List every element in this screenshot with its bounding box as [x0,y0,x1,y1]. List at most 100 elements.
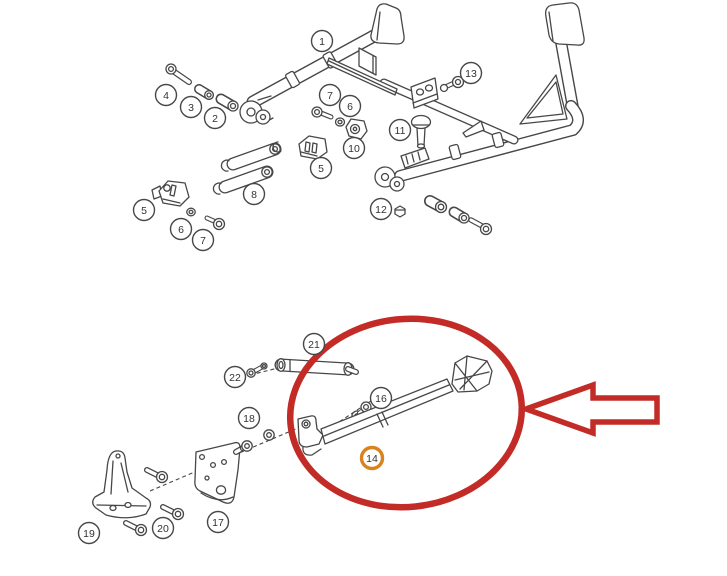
callout-11[interactable]: 11 [388,118,412,142]
callout-circle[interactable] [169,217,193,241]
callout-circle[interactable] [359,445,385,471]
callout-circle[interactable] [191,228,215,252]
mount-bolt [123,520,148,537]
callout-12[interactable]: 12 [369,197,393,221]
stand-springs [212,141,282,195]
pivot-bolt [468,217,493,236]
callout-label: 11 [395,125,406,137]
clamp-bracket [298,135,328,160]
callout-label: 19 [83,528,95,540]
callout-4[interactable]: 4 [154,83,178,107]
callout-8[interactable]: 8 [242,182,266,206]
highlight-ellipse [286,315,526,511]
callout-label: 7 [200,235,206,247]
callout-17[interactable]: 17 [206,510,230,534]
callout-label: 5 [318,163,324,175]
callout-circle[interactable] [179,95,203,119]
washer [186,207,196,217]
callout-circle[interactable] [302,332,326,356]
side-stand-bracket [92,450,152,519]
washer [334,117,346,127]
bushing [424,195,448,214]
callout-label: 6 [178,224,184,236]
callout-circle[interactable] [223,365,247,389]
callout-circle[interactable] [151,516,175,540]
center-stand-assembly [151,2,585,236]
callout-18[interactable]: 18 [237,406,261,430]
red-arrow-annotation [517,381,660,437]
spring-guide [345,118,368,140]
center-stand-frame [239,2,585,192]
mount-bolt [144,467,169,484]
callout-6[interactable]: 6 [169,217,193,241]
stand-foot-left [370,3,405,45]
rubber-buffer [410,114,432,149]
bracket-bolt [439,75,465,93]
callout-label: 2 [212,113,218,125]
callout-circle[interactable] [242,182,266,206]
callout-21[interactable]: 21 [302,332,326,356]
callout-circle[interactable] [203,106,227,130]
pivot-bolt [165,63,192,85]
bushing [215,93,239,112]
highlight-annotations [286,315,660,511]
callout-circle[interactable] [77,521,101,545]
callout-3[interactable]: 3 [179,95,203,119]
callout-label: 8 [251,189,257,201]
callout-label: 7 [327,90,333,102]
callout-label: 13 [465,68,477,80]
clamp-bolt [204,215,226,231]
callout-1[interactable]: 1 [310,29,334,53]
callout-circle[interactable] [206,510,230,534]
callout-circle[interactable] [459,61,483,85]
callout-circle[interactable] [154,83,178,107]
callout-circle[interactable] [132,198,156,222]
callout-circle[interactable] [342,136,366,160]
callout-circle[interactable] [310,29,334,53]
callout-circle[interactable] [237,406,261,430]
callout-16[interactable]: 16 [369,386,393,410]
callout-19[interactable]: 19 [77,521,101,545]
callout-14[interactable]: 14 [359,445,385,471]
callout-circle[interactable] [369,197,393,221]
mount-bolt [160,504,185,521]
callout-10[interactable]: 10 [342,136,366,160]
tube-band [491,131,505,149]
wedge-tab [462,120,485,138]
tube-band [448,143,462,161]
callout-5[interactable]: 5 [309,156,333,180]
callout-circle[interactable] [369,386,393,410]
clamp-bracket [151,180,190,207]
callout-circle[interactable] [309,156,333,180]
callout-6[interactable]: 6 [338,94,362,118]
callout-label: 22 [229,372,241,384]
callout-label: 5 [141,205,147,217]
callout-circle[interactable] [338,94,362,118]
spring-pin [246,362,268,378]
clamp-bolt [311,106,334,120]
upright-plate [358,47,377,76]
mount-plate [194,441,241,504]
callout-label: 1 [319,36,325,48]
callout-label: 12 [375,204,387,216]
callout-7[interactable]: 7 [318,83,342,107]
pivot-eye-bottom [374,166,405,192]
callout-label: 20 [157,523,169,535]
callout-circle[interactable] [388,118,412,142]
pivot-eye-top [239,95,274,125]
bushing [194,84,214,100]
washer-set [233,429,275,455]
callout-2[interactable]: 2 [203,106,227,130]
assembly-axis [249,366,283,376]
side-stand-assembly [92,355,493,537]
callout-13[interactable]: 13 [459,61,483,85]
bushing [448,206,470,224]
callout-7[interactable]: 7 [191,228,215,252]
callout-22[interactable]: 22 [223,365,247,389]
callout-20[interactable]: 20 [151,516,175,540]
callout-5[interactable]: 5 [132,198,156,222]
callout-circle[interactable] [318,83,342,107]
